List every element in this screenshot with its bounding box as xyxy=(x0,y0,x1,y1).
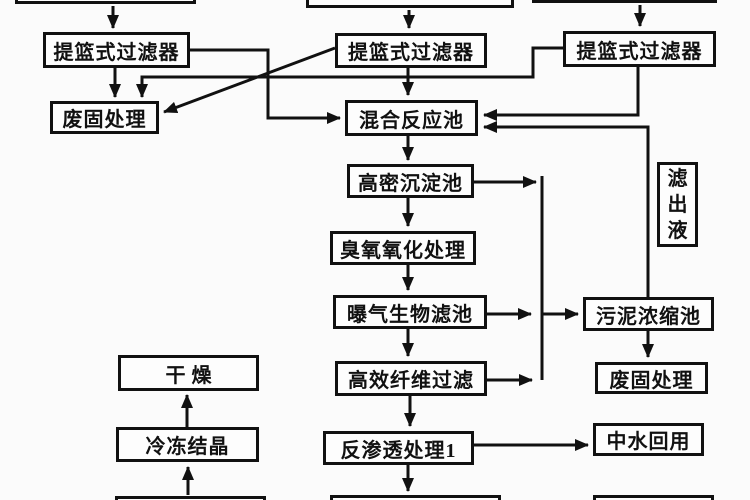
node-high-density-sedimentation-tank: 高密沉淀池 xyxy=(347,164,474,198)
node-high-efficiency-fiber-filtration: 高效纤维过滤 xyxy=(335,361,487,396)
node-label: 混合反应池 xyxy=(359,109,464,132)
bottom-partial-box-3 xyxy=(593,495,714,500)
node-ozone-oxidation-treatment: 臭氧氧化处理 xyxy=(330,231,476,265)
bottom-partial-box-1 xyxy=(115,496,266,500)
top-partial-box-2 xyxy=(306,0,514,8)
node-aerated-biological-filter: 曝气生物滤池 xyxy=(333,295,487,329)
node-label: 高效纤维过滤 xyxy=(348,370,474,392)
node-label: 中水回用 xyxy=(606,431,691,453)
node-basket-filter-3: 提篮式过滤器 xyxy=(563,31,716,67)
node-sludge-thickening-tank: 污泥浓缩池 xyxy=(583,297,714,331)
node-label: 提篮式过滤器 xyxy=(348,42,474,64)
node-label: 反渗透处理1 xyxy=(340,439,457,462)
node-label: 冷冻结晶 xyxy=(145,436,230,458)
node-drying: 干燥 xyxy=(118,355,259,391)
node-label: 污泥浓缩池 xyxy=(596,305,701,328)
node-freeze-crystallization: 冷冻结晶 xyxy=(116,427,259,462)
node-reclaimed-water-reuse: 中水回用 xyxy=(593,423,704,456)
node-label: 滤出液 xyxy=(667,167,688,242)
node-label: 提篮式过滤器 xyxy=(53,41,180,64)
node-label: 曝气生物滤池 xyxy=(347,303,473,326)
node-basket-filter-2: 提篮式过滤器 xyxy=(335,33,487,68)
node-label: 干燥 xyxy=(165,364,218,387)
node-filtrate-label: 滤出液 xyxy=(657,162,698,247)
node-reverse-osmosis-treatment-1: 反渗透处理1 xyxy=(323,431,474,465)
node-basket-filter-1: 提篮式过滤器 xyxy=(43,32,190,68)
node-label: 高密沉淀池 xyxy=(358,172,463,195)
node-mixing-reaction-tank: 混合反应池 xyxy=(345,100,478,136)
top-partial-box-1 xyxy=(15,0,196,4)
node-solid-waste-treatment-left: 废固处理 xyxy=(50,101,159,134)
node-solid-waste-treatment-right: 废固处理 xyxy=(595,362,708,394)
node-label: 废固处理 xyxy=(62,109,147,131)
node-label: 提篮式过滤器 xyxy=(576,40,703,63)
node-label: 臭氧氧化处理 xyxy=(340,239,466,262)
top-partial-box-3 xyxy=(532,0,717,3)
node-label: 废固处理 xyxy=(609,369,694,392)
bottom-partial-box-2 xyxy=(330,495,501,500)
